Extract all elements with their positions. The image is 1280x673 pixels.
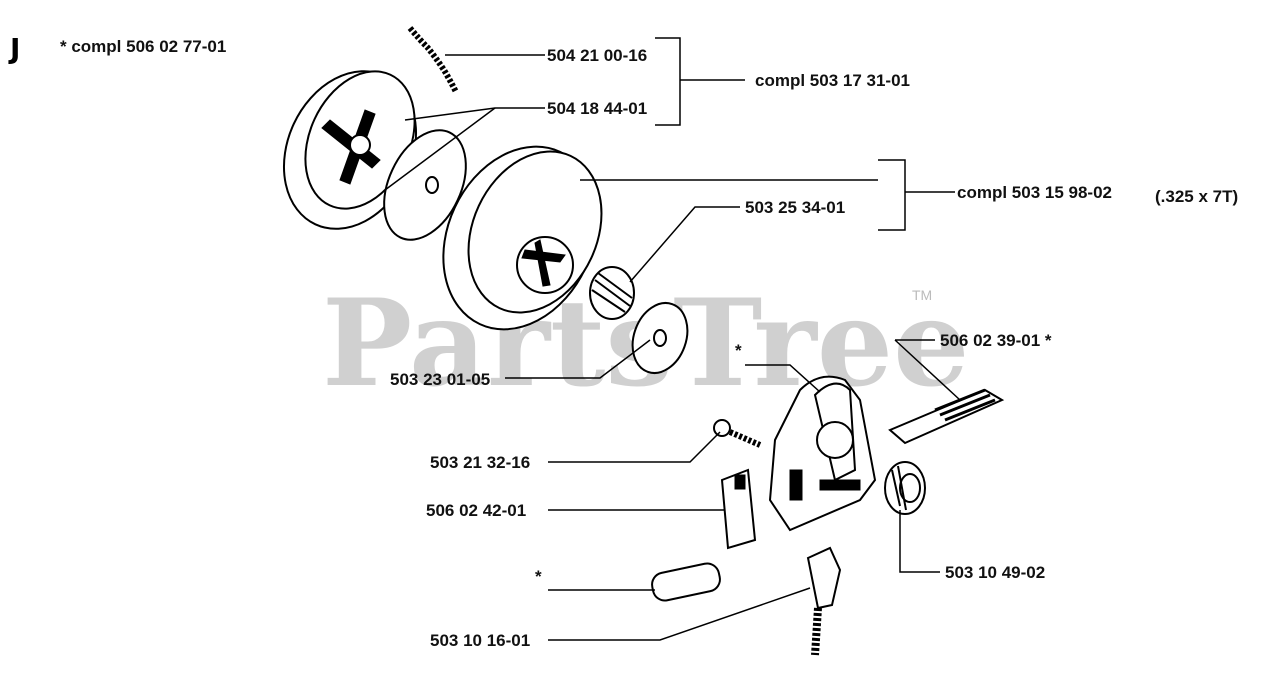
label-spring: 504 21 00-16	[547, 46, 647, 65]
needle-bearing	[589, 266, 635, 320]
leader-lines	[384, 37, 961, 641]
screw	[713, 419, 762, 448]
clutch-drum	[442, 145, 603, 331]
label-drum-kit: compl 503 15 98-02	[957, 183, 1112, 202]
label-clutch-kit: compl 503 17 31-01	[755, 71, 910, 90]
section-note: * compl 506 02 77-01	[60, 37, 226, 56]
pump-plunger	[720, 468, 757, 550]
label-washer-plate: 504 18 44-01	[547, 99, 647, 118]
label-drum-spec: (.325 x 7T)	[1155, 187, 1238, 206]
label-pump-star: *	[735, 341, 742, 360]
section-letter: J	[8, 32, 20, 65]
label-nipple: 503 10 16-01	[430, 631, 530, 650]
trademark-text: TM	[912, 287, 932, 303]
worm-gear	[884, 461, 926, 515]
label-plunger: 506 02 42-01	[426, 501, 526, 520]
label-pump-kit: 506 02 39-01 *	[940, 331, 1052, 350]
label-washer: 503 23 01-05	[390, 370, 490, 389]
label-worm-gear: 503 10 49-02	[945, 563, 1045, 582]
washer	[631, 302, 689, 374]
filter-cap	[651, 562, 721, 602]
label-needle-bearing: 503 25 34-01	[745, 198, 845, 217]
oil-pump-body	[768, 375, 877, 532]
pump-plunger-shaft	[888, 388, 1005, 445]
oil-nipple	[806, 546, 842, 656]
label-screw: 503 21 32-16	[430, 453, 530, 472]
clutch-spring	[407, 26, 459, 94]
label-filter-star: *	[535, 567, 542, 586]
